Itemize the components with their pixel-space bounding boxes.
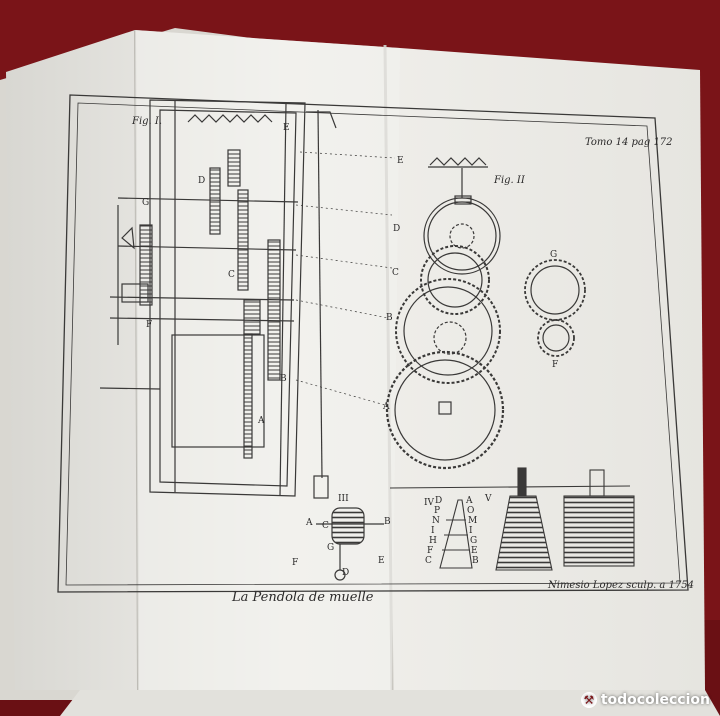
fig-1-clock-mechanism	[99, 99, 396, 499]
letter-label: E	[397, 156, 404, 166]
letter-label: B	[280, 374, 287, 384]
letter-label: C	[392, 268, 399, 278]
fig-1-label: Fig. I.	[132, 116, 163, 127]
letter-label: E	[283, 123, 290, 133]
fig-3-drum	[316, 507, 384, 581]
letter-label: F	[552, 360, 559, 370]
fusee-letters-right: A O M I G E B	[466, 496, 479, 566]
letter-label: G	[550, 250, 558, 260]
letter-label: B	[384, 517, 391, 527]
fusee-letters-left: D P N I H F C	[425, 496, 443, 566]
letter-label: G	[327, 543, 335, 553]
letter-label: C	[322, 521, 329, 531]
fig-2-label: Fig. II	[494, 175, 525, 186]
watermark-text: todocoleccion	[600, 692, 710, 708]
letter-label: D	[342, 568, 350, 578]
plate-border-outer	[57, 94, 689, 593]
letter-label: V	[485, 494, 492, 504]
letter-label: III	[338, 494, 349, 504]
letter-label: G	[142, 198, 150, 208]
letter-label: E	[378, 556, 385, 566]
fig-2-gear-train	[385, 157, 586, 470]
watermark: ⚒ todocoleccion	[580, 692, 710, 708]
letter-label: A	[258, 416, 265, 426]
letter-label: D	[393, 224, 401, 234]
letter-label: F	[292, 558, 299, 568]
engraving-caption: La Pendola de muelle	[232, 590, 374, 605]
letter-label: C	[228, 270, 235, 280]
letter-label: F	[146, 320, 153, 330]
volume-page-reference: Tomo 14 pag 172	[585, 137, 673, 148]
letter-label: D	[198, 176, 206, 186]
plate-border-inner	[65, 102, 681, 586]
letter-label: IV	[424, 498, 435, 508]
fig-4-5-fusee-and-barrel	[389, 467, 635, 571]
engraver-signature: Nimesio Lopez sculp. a 1754	[548, 580, 695, 591]
letter-label: B	[386, 313, 393, 323]
hammer-icon: ⚒	[580, 692, 597, 708]
letter-label: A	[306, 518, 313, 528]
letter-label: A	[383, 402, 390, 412]
